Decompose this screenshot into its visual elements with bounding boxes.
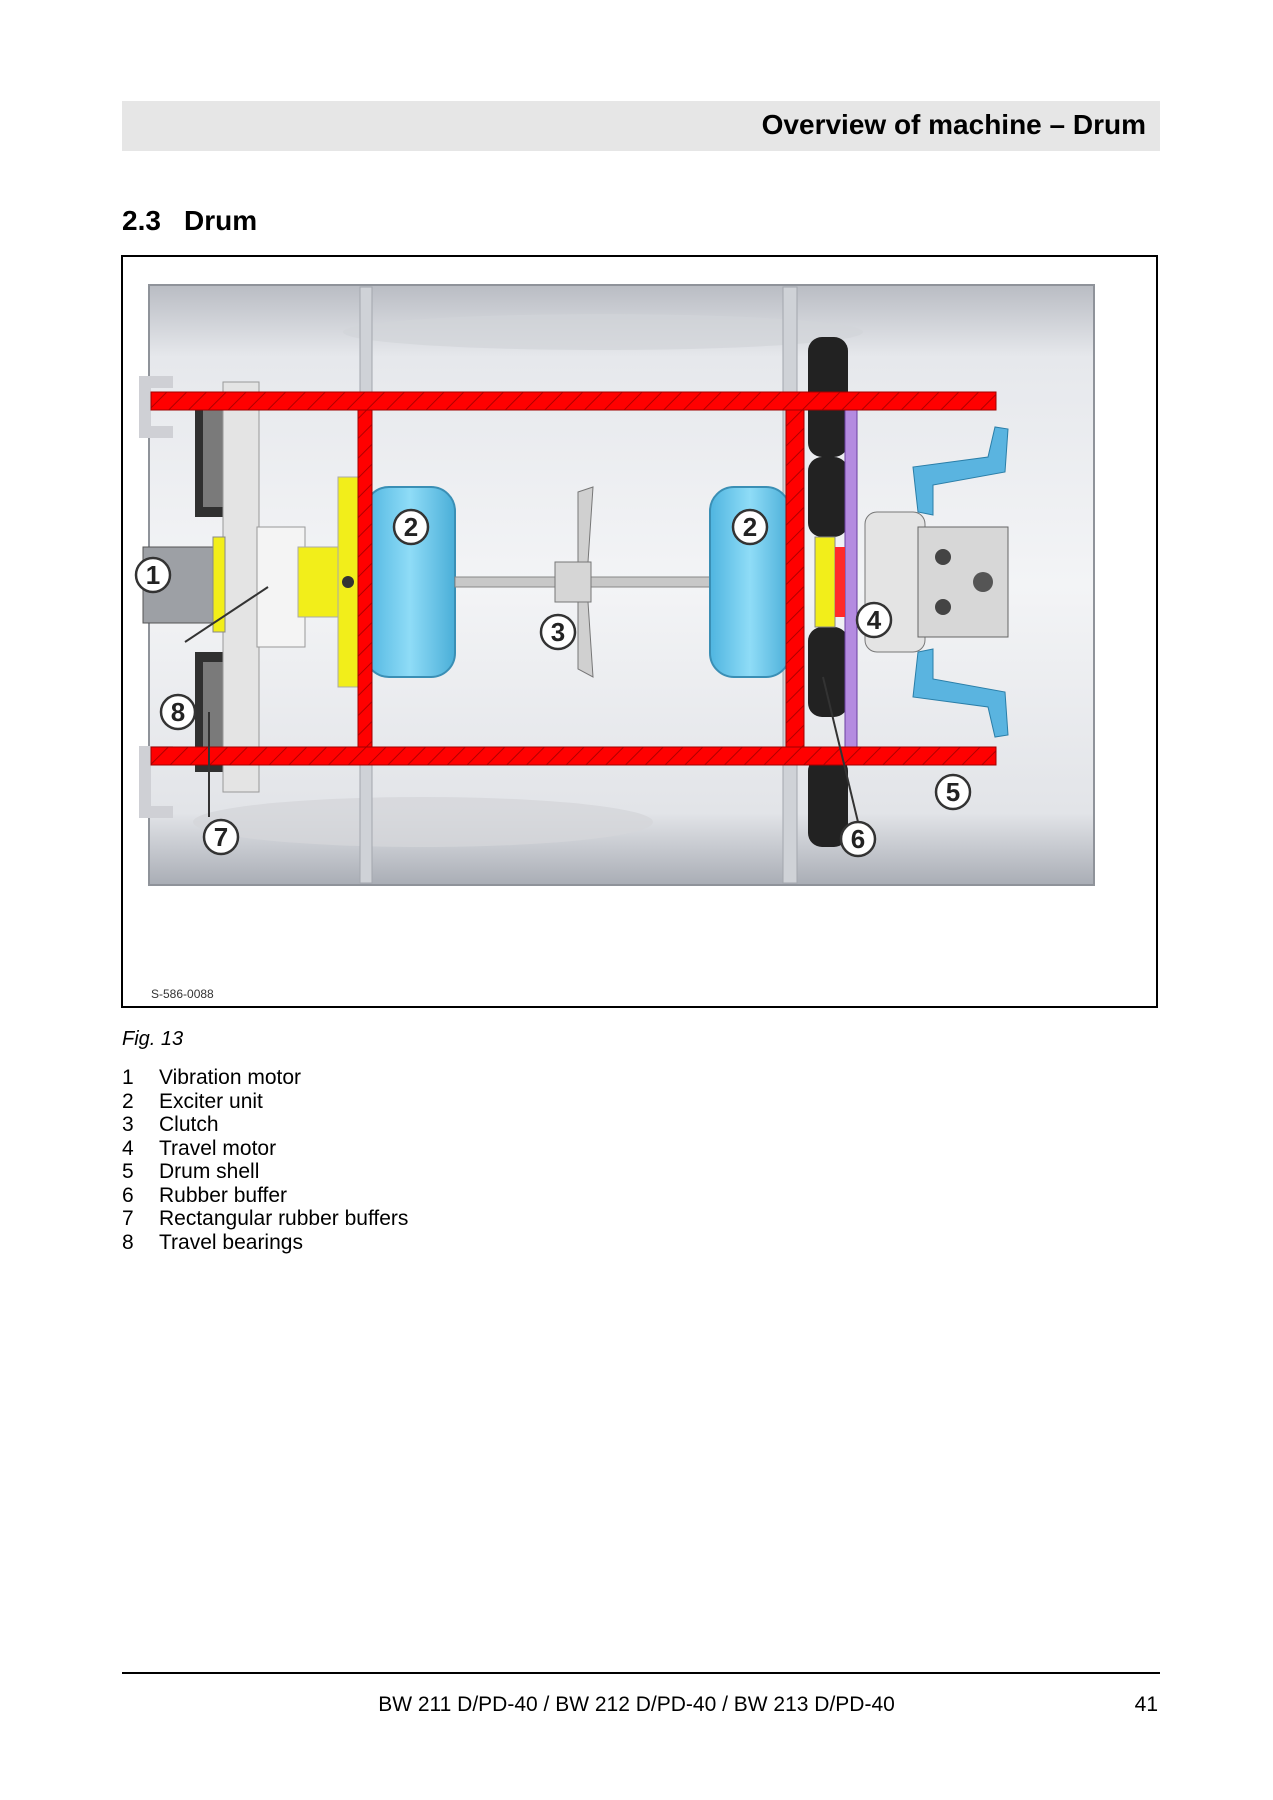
legend-list: 1 Vibration motor 2 Exciter unit 3 Clutch 4…: [122, 1066, 408, 1254]
drum-illustration: 1 2 2 3 4 5 6 7 8: [134, 284, 1095, 886]
frame-post-left: [357, 409, 373, 748]
legend-number: 6: [122, 1183, 134, 1207]
callout-2-right-label: 2: [743, 512, 757, 542]
legend-label: Travel motor: [159, 1136, 277, 1160]
section-heading: 2.3 Drum: [122, 205, 257, 237]
legend-item: 6 Rubber buffer: [122, 1184, 408, 1208]
legend-number: 1: [122, 1066, 134, 1089]
legend-item: 4 Travel motor: [122, 1137, 408, 1161]
frame-beam-bottom: [150, 746, 997, 766]
legend-number: 3: [122, 1113, 134, 1136]
page-number: 41: [1134, 1693, 1158, 1716]
legend-label: Travel bearings: [159, 1230, 303, 1254]
legend-label: Rubber buffer: [159, 1183, 288, 1207]
callout-5-label: 5: [946, 777, 960, 807]
callout-2-right: 2: [731, 508, 769, 546]
header-band: Overview of machine – Drum: [122, 101, 1160, 151]
callout-6-label: 6: [851, 824, 865, 854]
legend-label: Rectangular rubber buffers: [159, 1207, 409, 1230]
callout-8-label: 8: [171, 697, 185, 727]
legend-number: 8: [122, 1230, 134, 1254]
legend-number: 7: [122, 1207, 134, 1230]
legend-number: 4: [122, 1136, 134, 1160]
callout-6: 6: [839, 820, 877, 858]
section-title: Drum: [184, 205, 258, 236]
legend-label: Drum shell: [159, 1160, 260, 1183]
callout-1-label: 1: [146, 560, 160, 590]
callout-7: 7: [202, 818, 240, 856]
frame-post-right: [785, 409, 805, 748]
frame-beam-top: [150, 391, 997, 411]
callout-3: 3: [539, 613, 577, 651]
legend-item: 2 Exciter unit: [122, 1090, 408, 1114]
legend-item: 5 Drum shell: [122, 1160, 408, 1184]
callout-5: 5: [934, 773, 972, 811]
footer-divider: [122, 1672, 1160, 1674]
callout-3-label: 3: [551, 617, 565, 647]
legend-number: 2: [122, 1089, 134, 1113]
callout-4: 4: [855, 601, 893, 639]
clutch-part: [554, 561, 592, 603]
legend-label: Clutch: [159, 1113, 219, 1136]
section-number: 2.3: [122, 205, 161, 236]
callout-7-label: 7: [214, 822, 228, 852]
legend-item: 8 Travel bearings: [122, 1231, 408, 1255]
page-header-title: Overview of machine – Drum: [761, 109, 1146, 140]
callout-2-left: 2: [392, 508, 430, 546]
drum-figure: 1 2 2 3 4 5 6 7 8 S-586-0088: [121, 255, 1158, 1008]
legend-label: Vibration motor: [159, 1066, 302, 1089]
legend-label: Exciter unit: [159, 1089, 263, 1113]
callout-4-label: 4: [867, 605, 882, 635]
legend-item: 3 Clutch: [122, 1113, 408, 1137]
footer-models: BW 211 D/PD-40 / BW 212 D/PD-40 / BW 213…: [378, 1693, 895, 1716]
figure-code: S-586-0088: [151, 987, 214, 1001]
callout-8: 8: [159, 693, 197, 731]
legend-number: 5: [122, 1160, 134, 1183]
callout-2-left-label: 2: [404, 512, 418, 542]
legend-item: 7 Rectangular rubber buffers: [122, 1207, 408, 1231]
figure-caption: Fig. 13: [122, 1028, 184, 1050]
callout-1: 1: [134, 556, 172, 594]
legend-item: 1 Vibration motor: [122, 1066, 408, 1090]
